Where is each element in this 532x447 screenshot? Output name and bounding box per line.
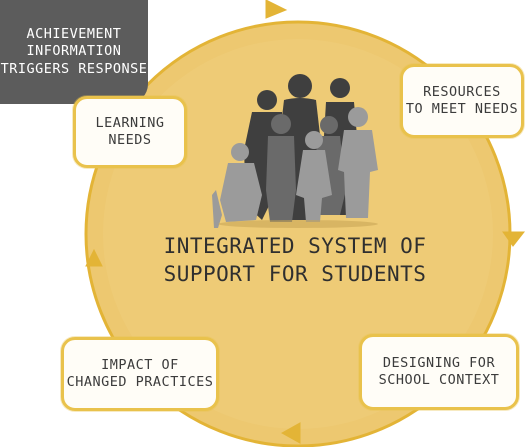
learning-needs-node: LEARNING NEEDS [73,96,187,168]
arrowhead-top [265,0,288,19]
impact-node: IMPACT OF CHANGED PRACTICES [61,337,219,411]
arrowhead-right [502,231,526,247]
cycle-arrowheads [85,0,526,444]
resources-label: RESOURCES TO MEET NEEDS [405,84,519,117]
learning-needs-label: LEARNING NEEDS [95,115,165,148]
designing-node: DESIGNING FOR SCHOOL CONTEXT [359,334,519,410]
people-group-icon [212,74,378,228]
resources-node: RESOURCES TO MEET NEEDS [400,64,524,138]
arrowhead-bottom [280,422,301,444]
cycle-inner-glow [103,39,493,429]
achievement-label: ACHIEVEMENT INFORMATION TRIGGERS RESPONS… [0,25,148,77]
impact-label: IMPACT OF CHANGED PRACTICES [66,357,214,390]
achievement-information-box: ACHIEVEMENT INFORMATION TRIGGERS RESPONS… [0,0,148,104]
arrowhead-left [85,248,103,267]
center-title: INTEGRATED SYSTEM OF SUPPORT FOR STUDENT… [163,234,427,287]
designing-label: DESIGNING FOR SCHOOL CONTEXT [378,355,500,388]
